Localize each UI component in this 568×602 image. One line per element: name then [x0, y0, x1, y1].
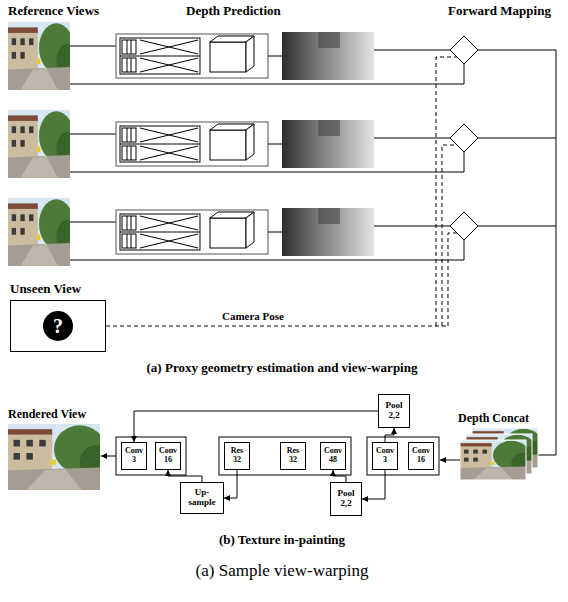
layer-name: Conv 48 — [323, 447, 343, 465]
layer-group — [367, 437, 439, 475]
pool-box: Pool 2,2 — [330, 482, 362, 516]
layer-name: Conv 16 — [411, 447, 431, 465]
layer-name: Up-sample — [183, 488, 221, 508]
conv-box: Conv 48 — [320, 442, 346, 470]
conv-box: Conv 16 — [408, 442, 434, 470]
connector-arrow — [224, 470, 237, 498]
layer-group — [219, 437, 351, 475]
layer-name: Res 32 — [227, 447, 247, 465]
concat-frame — [460, 440, 526, 480]
connector-arrow — [385, 428, 394, 442]
concat-photo — [460, 440, 535, 480]
sub-caption: (b) Texture in-painting — [219, 532, 345, 548]
sub-caption: (a) Proxy geometry estimation and view-w… — [147, 360, 418, 376]
res-box: Res 32 — [224, 442, 250, 470]
connector-arrow — [134, 411, 378, 442]
wire — [440, 460, 460, 461]
reference-row — [8, 110, 556, 178]
pool-box: Pool 2,2 — [378, 394, 410, 428]
layer-name: Res 32 — [283, 447, 303, 465]
view-box: Unseen View? — [10, 300, 106, 352]
layer-group — [116, 437, 186, 475]
layer-name: Conv 16 — [158, 447, 178, 465]
connector-arrow — [168, 470, 202, 482]
line-label: Camera Pose — [222, 310, 284, 322]
figure-caption: (a) Sample view-warping — [196, 561, 369, 581]
layer-name: Pool 2,2 — [333, 489, 359, 509]
wire — [101, 456, 116, 457]
conv-box: Conv 3 — [372, 442, 398, 470]
rendered-photo — [8, 424, 113, 490]
connector-arrow — [362, 470, 385, 499]
part-label: Rendered View — [8, 407, 86, 422]
column-heading: Depth Prediction — [186, 3, 281, 19]
layer-name: Conv 3 — [375, 447, 395, 465]
column-heading: Forward Mapping — [448, 3, 551, 19]
view-heading: Unseen View — [10, 282, 81, 296]
conv-box: Conv 16 — [155, 442, 181, 470]
layer-name: Conv 3 — [124, 447, 144, 465]
upsample-box: Up-sample — [180, 482, 224, 514]
part-label: Depth Concat — [458, 411, 529, 426]
reference-row — [8, 22, 556, 90]
reference-row — [8, 198, 556, 266]
connector-arrow — [333, 470, 346, 482]
layer-name: Pool 2,2 — [381, 401, 407, 421]
column-heading: Reference Views — [8, 3, 99, 19]
question-icon: ? — [43, 311, 73, 341]
warp-wire — [528, 50, 556, 455]
conv-box: Conv 3 — [121, 442, 147, 470]
res-box: Res 32 — [280, 442, 306, 470]
camera-pose-line — [106, 57, 457, 326]
